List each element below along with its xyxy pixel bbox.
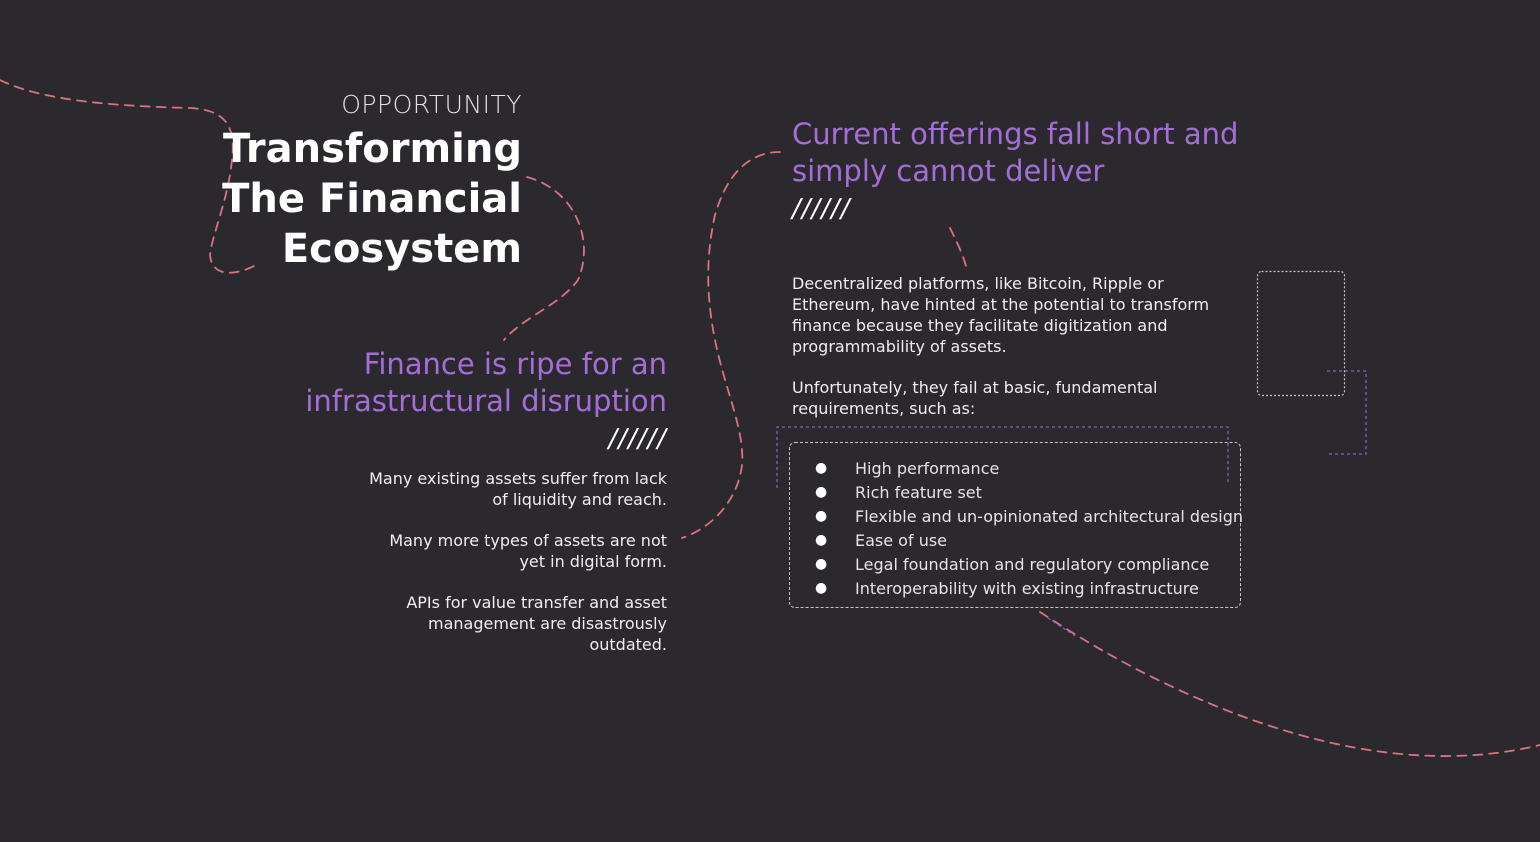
bullet-icon: ● [815,532,828,548]
page-title: Transforming The Financial Ecosystem [222,124,522,274]
requirement-label: Legal foundation and regulatory complian… [855,554,1210,574]
dashed-curve-bottom-right [1039,611,1540,757]
requirement-label: Flexible and un-opinionated architectura… [855,506,1243,526]
list-item: ● Flexible and un-opinionated architectu… [815,504,1243,528]
requirement-label: Rich feature set [855,482,982,502]
title-line-3: Ecosystem [281,226,522,272]
right-paragraph-unfortunately: Unfortunately, they fail at basic, funda… [792,378,1158,418]
requirement-label: Ease of use [855,530,948,550]
dashed-curve-small [949,227,967,267]
left-subtitle: Finance is ripe for an infrastructural d… [305,346,667,420]
bullet-icon: ● [815,580,828,596]
purple-dotted-accent [1047,617,1076,637]
requirements-list: ● High performance ● Rich feature set ● … [815,456,1243,600]
list-item: ● Ease of use [815,528,1243,552]
left-paragraph-apis: APIs for value transfer and asset manage… [406,593,667,654]
right-paragraph-decentralized: Decentralized platforms, like Bitcoin, R… [792,274,1210,356]
right-subtitle: Current offerings fall short and simply … [792,116,1238,190]
dashed-curve-top-left [0,79,259,274]
purple-dotted-rect [776,426,1229,488]
right-slashes-divider: ////// [792,194,851,224]
bullet-icon: ● [815,556,828,572]
section-eyebrow: OPPORTUNITY [341,90,522,119]
bullet-icon: ● [815,508,828,524]
bullet-icon: ● [815,484,828,500]
left-paragraph-liquidity: Many existing assets suffer from lack of… [369,469,667,509]
title-line-2: The Financial [222,176,522,222]
dashed-curve-title [503,176,585,341]
list-item: ● Legal foundation and regulatory compli… [815,552,1243,576]
dashed-curve-middle [681,151,781,539]
decorative-dotted-box [1256,270,1346,397]
requirement-label: High performance [855,458,1000,478]
purple-dotted-small [1327,370,1367,455]
list-item: ● High performance [815,456,1243,480]
requirements-box [789,442,1241,608]
requirement-label: Interoperability with existing infrastru… [855,578,1199,598]
left-subtitle-line-1: Finance is ripe for an [363,347,667,381]
list-item: ● Interoperability with existing infrast… [815,576,1243,600]
left-paragraph-digital-form: Many more types of assets are not yet in… [389,531,667,571]
left-slashes-divider: ////// [608,424,667,454]
title-line-1: Transforming [222,126,522,172]
left-subtitle-line-2: infrastructural disruption [305,384,667,418]
bullet-icon: ● [815,460,828,476]
list-item: ● Rich feature set [815,480,1243,504]
right-subtitle-line-2: simply cannot deliver [792,154,1105,188]
right-subtitle-line-1: Current offerings fall short and [792,117,1239,151]
